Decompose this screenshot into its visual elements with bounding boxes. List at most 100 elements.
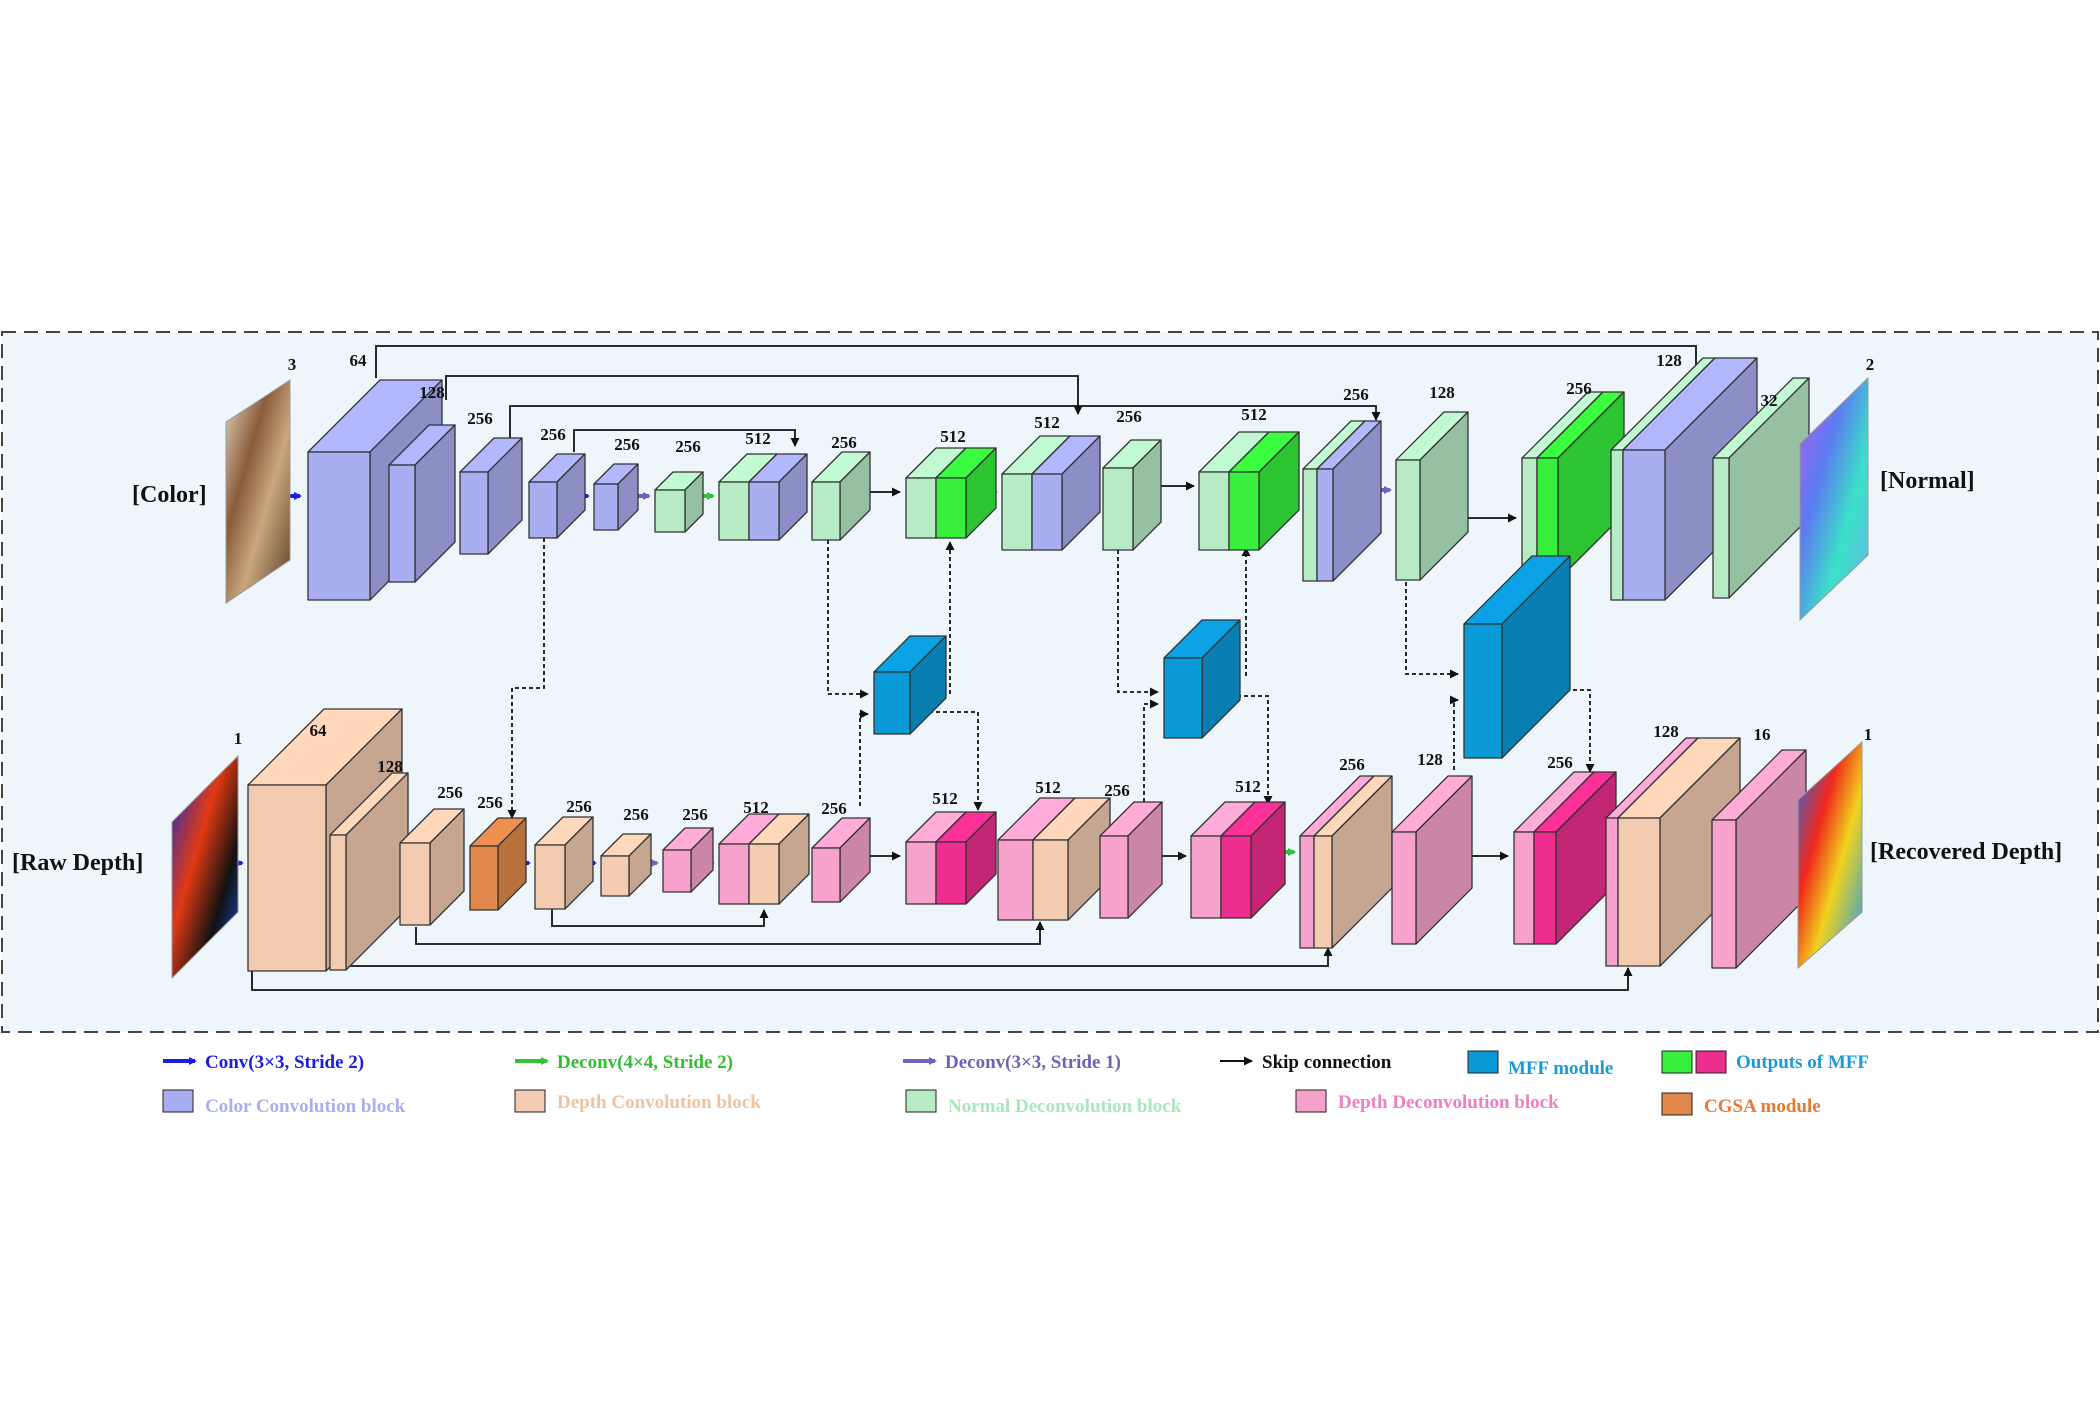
label-color: [Color] bbox=[132, 482, 207, 508]
bottom-channel-label-3: 128 bbox=[377, 757, 403, 776]
top-channel-label-19: 2 bbox=[1866, 355, 1875, 374]
top-channel-label-8: 512 bbox=[745, 429, 771, 448]
bottom-concat-256-depth bbox=[1313, 775, 1393, 949]
top-deconv-block-3 bbox=[1102, 439, 1162, 551]
legend-mff-swatch bbox=[1467, 1050, 1499, 1074]
blocks bbox=[247, 357, 1810, 972]
bottom-skip-256b bbox=[415, 921, 1045, 945]
recovered-depth-output-image bbox=[1797, 740, 1863, 970]
bottom-channel-label-1: 1 bbox=[234, 729, 243, 748]
top-channel-label-14: 256 bbox=[1343, 385, 1369, 404]
bottom-channel-label-4: 256 bbox=[437, 783, 463, 802]
top-channel-label-2: 64 bbox=[350, 351, 368, 370]
bottom-channel-label-8: 256 bbox=[682, 805, 708, 824]
color-input-image bbox=[225, 379, 291, 604]
top-conv-block-4 bbox=[528, 453, 586, 539]
top-channel-label-10: 512 bbox=[940, 427, 966, 446]
bottom-mff-out-3-out bbox=[1533, 771, 1617, 945]
top-channel-label-16: 256 bbox=[1566, 379, 1592, 398]
top-mff-out-2-green bbox=[1228, 431, 1300, 551]
mff-module-1 bbox=[873, 635, 947, 735]
legend-normal-label: Normal Deconvolution block bbox=[948, 1096, 1182, 1117]
bottom-channel-label-11: 512 bbox=[932, 789, 958, 808]
dotted-bottom-to-mff1 bbox=[859, 709, 869, 806]
bottom-channel-label-14: 512 bbox=[1235, 777, 1261, 796]
top-concat-512-1-color bbox=[748, 453, 808, 541]
bottom-channel-label-20: 1 bbox=[1864, 725, 1873, 744]
top-channel-label-9: 256 bbox=[831, 433, 857, 452]
top-channel-label-4: 256 bbox=[467, 409, 493, 428]
top-conv-block-3 bbox=[459, 437, 523, 555]
legend-mff-out-pink-swatch bbox=[1695, 1050, 1727, 1074]
bottom-skip-256 bbox=[551, 908, 769, 927]
legend-conv-label: Conv(3×3, Stride 2) bbox=[205, 1052, 364, 1073]
bottom-channel-label-7: 256 bbox=[623, 805, 649, 824]
legend-normal-swatch bbox=[905, 1089, 937, 1113]
bottom-channel-label-9: 512 bbox=[743, 798, 769, 817]
legend: Conv(3×3, Stride 2) Deconv(4×4, Stride 2… bbox=[162, 1050, 1869, 1117]
top-channel-label-5: 256 bbox=[540, 425, 566, 444]
top-mff-out-3-green bbox=[1536, 391, 1625, 581]
legend-mff-label: MFF module bbox=[1508, 1058, 1613, 1079]
legend-color-label: Color Convolution block bbox=[205, 1096, 406, 1117]
legend-color-swatch bbox=[162, 1089, 194, 1113]
label-raw-depth: [Raw Depth] bbox=[12, 850, 143, 876]
top-channel-label-18: 32 bbox=[1761, 391, 1778, 410]
dotted-top-to-mff1 bbox=[827, 540, 869, 699]
bottom-skip-64 bbox=[251, 967, 1633, 991]
top-conv-block-2 bbox=[388, 424, 456, 583]
channel-labels: 3 64 128 256 256 256 256 512 256 512 512 256 512 256 1… bbox=[234, 351, 1875, 824]
bottom-channel-label-16: 128 bbox=[1417, 750, 1443, 769]
bottom-channel-label-6: 256 bbox=[566, 797, 592, 816]
bottom-channel-label-10: 256 bbox=[821, 799, 847, 818]
bottom-concat-512-2-depth bbox=[1032, 797, 1111, 921]
bottom-channel-label-15: 256 bbox=[1339, 755, 1365, 774]
legend-mff-out-label: Outputs of MFF bbox=[1736, 1052, 1869, 1073]
top-deconv-block-5 bbox=[1712, 377, 1810, 599]
top-channel-label-6: 256 bbox=[614, 435, 640, 454]
top-deconv-block-2 bbox=[811, 451, 871, 541]
legend-depthdec-swatch bbox=[1295, 1089, 1327, 1113]
dotted-bottom-to-mff2 bbox=[1143, 699, 1159, 802]
bottom-deconv-block-1 bbox=[662, 827, 714, 893]
bottom-cgsa-module bbox=[469, 817, 527, 911]
mff-module-2 bbox=[1163, 619, 1241, 739]
input-output-images bbox=[171, 376, 1869, 980]
bottom-conv-block-4 bbox=[534, 816, 594, 910]
top-channel-label-13: 512 bbox=[1241, 405, 1267, 424]
bottom-deconv-block-4 bbox=[1391, 775, 1473, 945]
label-recovered-depth: [Recovered Depth] bbox=[1870, 839, 2062, 865]
bottom-channel-label-17: 256 bbox=[1547, 753, 1573, 772]
top-conv-block-5 bbox=[593, 463, 639, 531]
legend-depth-swatch bbox=[514, 1089, 546, 1113]
top-channel-label-17: 128 bbox=[1656, 351, 1682, 370]
top-channel-label-1: 3 bbox=[288, 355, 297, 374]
dotted-mff1-to-bottom bbox=[922, 711, 983, 811]
top-channel-label-3: 128 bbox=[419, 383, 445, 402]
bottom-concat-512-1-depth bbox=[748, 813, 810, 905]
dotted-color-to-cgsa bbox=[507, 538, 545, 819]
label-normal: [Normal] bbox=[1880, 468, 1975, 494]
legend-deconv4-label: Deconv(4×4, Stride 2) bbox=[557, 1052, 733, 1073]
bottom-mff-out-2-out bbox=[1220, 801, 1286, 919]
top-channel-label-12: 256 bbox=[1116, 407, 1142, 426]
top-channel-label-15: 128 bbox=[1429, 383, 1455, 402]
top-concat-256-color bbox=[1316, 420, 1382, 582]
legend-depth-label: Depth Convolution block bbox=[557, 1092, 761, 1113]
bottom-channel-label-12: 512 bbox=[1035, 778, 1061, 797]
top-deconv-block-4 bbox=[1395, 411, 1469, 581]
top-deconv-block-1 bbox=[654, 471, 704, 533]
top-skip-64 bbox=[375, 345, 1701, 378]
mff-module-3 bbox=[1463, 555, 1571, 759]
legend-skip-label: Skip connection bbox=[1262, 1052, 1392, 1073]
legend-depthdec-label: Depth Deconvolution block bbox=[1338, 1092, 1559, 1113]
legend-deconv3-label: Deconv(3×3, Stride 1) bbox=[945, 1052, 1121, 1073]
bottom-channel-label-19: 16 bbox=[1754, 725, 1771, 744]
bottom-channel-label-18: 128 bbox=[1653, 722, 1679, 741]
top-channel-label-7: 256 bbox=[675, 437, 701, 456]
top-mff-out-1-green bbox=[935, 447, 997, 539]
legend-mff-out-green-swatch bbox=[1661, 1050, 1693, 1074]
bottom-conv-block-5 bbox=[600, 833, 652, 897]
bottom-concat-128-depth bbox=[1617, 737, 1741, 967]
